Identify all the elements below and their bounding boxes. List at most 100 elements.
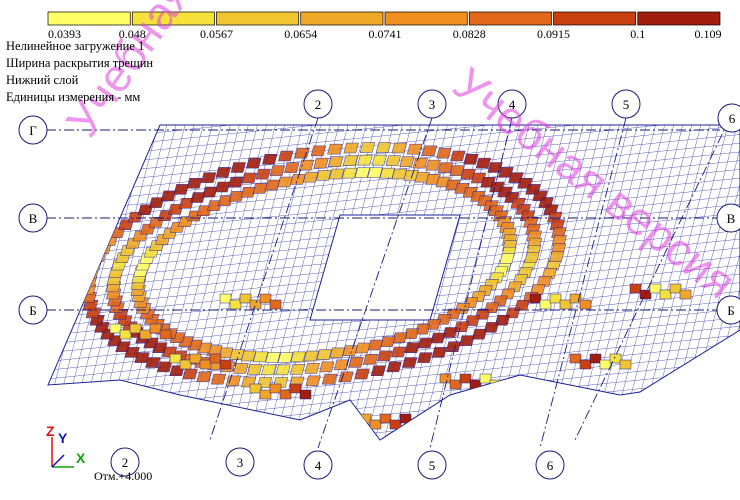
crack-cell — [459, 335, 475, 346]
info-units: Единицы измерения - мм — [6, 90, 141, 104]
crack-cell — [264, 179, 281, 191]
crack-cell — [129, 323, 142, 334]
axis-marker-6-bottom: 6 — [535, 450, 565, 480]
crack-cell — [261, 154, 278, 165]
crack-cell — [148, 197, 165, 208]
svg-text:6: 6 — [547, 458, 554, 473]
crack-cell — [589, 353, 602, 364]
crack-cell — [439, 373, 452, 384]
info-result-type: Ширина раскрытия трещин — [6, 56, 154, 70]
crack-cell — [196, 371, 212, 383]
crack-cell — [463, 154, 479, 165]
crack-cell — [399, 156, 415, 167]
crack-cell — [412, 157, 428, 169]
crack-cell — [252, 351, 269, 363]
axis-markers-top: 2 3 4 5 6 — [303, 89, 740, 133]
svg-text:2: 2 — [122, 455, 129, 470]
crack-cell — [290, 351, 306, 363]
crack-cell — [299, 389, 312, 400]
crack-cell — [669, 283, 682, 294]
crack-cell — [453, 321, 470, 332]
crack-cell — [249, 383, 262, 394]
info-layer: Нижний слой — [6, 73, 79, 87]
crack-cell — [239, 293, 252, 304]
crack-cell — [355, 342, 371, 354]
crack-cell — [375, 142, 392, 153]
axis-markers-left: Г В Б — [18, 115, 48, 325]
crack-cell — [343, 142, 359, 154]
crack-cell — [83, 267, 100, 279]
crack-cell — [409, 419, 422, 430]
svg-text:6: 6 — [729, 111, 736, 126]
legend-swatch — [637, 11, 721, 26]
crack-cell — [277, 352, 294, 363]
legend-value: 0.0654 — [284, 27, 317, 41]
crack-cell — [310, 145, 327, 157]
crack-cell — [246, 157, 262, 169]
crack-cell — [367, 167, 383, 178]
svg-text:3: 3 — [237, 455, 244, 470]
crack-cell — [328, 156, 344, 167]
crack-cell — [389, 419, 402, 430]
crack-cell — [342, 155, 359, 166]
svg-text:4: 4 — [315, 458, 322, 473]
crack-cell — [437, 162, 454, 173]
crack-cell — [367, 339, 384, 351]
legend-swatch — [47, 11, 131, 26]
crack-cell — [139, 329, 152, 340]
crack-cell — [569, 293, 582, 304]
crack-cell — [385, 155, 401, 166]
crack-cell — [559, 299, 572, 310]
crack-cell — [247, 364, 263, 375]
crack-cell — [319, 361, 335, 373]
legend-value: 0.0393 — [48, 27, 81, 41]
crack-cell — [679, 289, 692, 300]
crack-cell — [252, 183, 268, 194]
svg-text:Г: Г — [29, 123, 37, 138]
axis-marker-3-top: 3 — [417, 89, 447, 119]
crack-cell — [265, 352, 281, 363]
crack-cell — [169, 353, 182, 364]
crack-cell — [445, 341, 462, 352]
crack-cell — [342, 345, 358, 356]
crack-cell — [479, 373, 492, 384]
crack-cell — [406, 143, 423, 155]
crack-cell — [370, 365, 387, 376]
axis-marker-b-left: Б — [18, 295, 48, 325]
crack-cell — [279, 389, 292, 400]
crack-cell — [178, 198, 195, 209]
crack-cell — [261, 364, 277, 376]
crack-cell — [225, 375, 242, 387]
svg-text:2: 2 — [315, 97, 322, 112]
crack-cell — [549, 293, 562, 304]
crack-cell — [149, 323, 162, 334]
legend-swatch — [468, 11, 552, 26]
axis-marker-2-top: 2 — [303, 89, 333, 119]
crack-cell — [321, 373, 338, 385]
crack-cell — [619, 359, 632, 370]
legend-value: 0.0828 — [453, 27, 486, 41]
crack-cell — [305, 375, 321, 387]
svg-text:Б: Б — [29, 303, 36, 318]
axis-marker-5-bottom: 5 — [417, 450, 447, 480]
crack-cell — [313, 157, 329, 169]
crack-cell — [303, 171, 319, 183]
elevation-label: Отм.+4.000 — [94, 469, 152, 483]
crack-cell — [190, 192, 206, 203]
crack-cell — [649, 283, 662, 294]
crack-cell — [379, 413, 392, 424]
crack-cell — [539, 299, 552, 310]
legend-value: 0.109 — [695, 27, 722, 41]
crack-cell — [228, 177, 244, 188]
crack-cell — [639, 289, 652, 300]
crack-cell — [159, 329, 172, 340]
legend-value: 0.048 — [119, 27, 146, 41]
crack-cell — [459, 373, 472, 384]
crack-cell — [354, 368, 370, 380]
crack-cell — [233, 363, 249, 374]
crack-cell — [298, 159, 315, 171]
svg-text:В: В — [727, 211, 736, 226]
crack-cell — [316, 170, 332, 181]
svg-text:Б: Б — [727, 303, 734, 318]
